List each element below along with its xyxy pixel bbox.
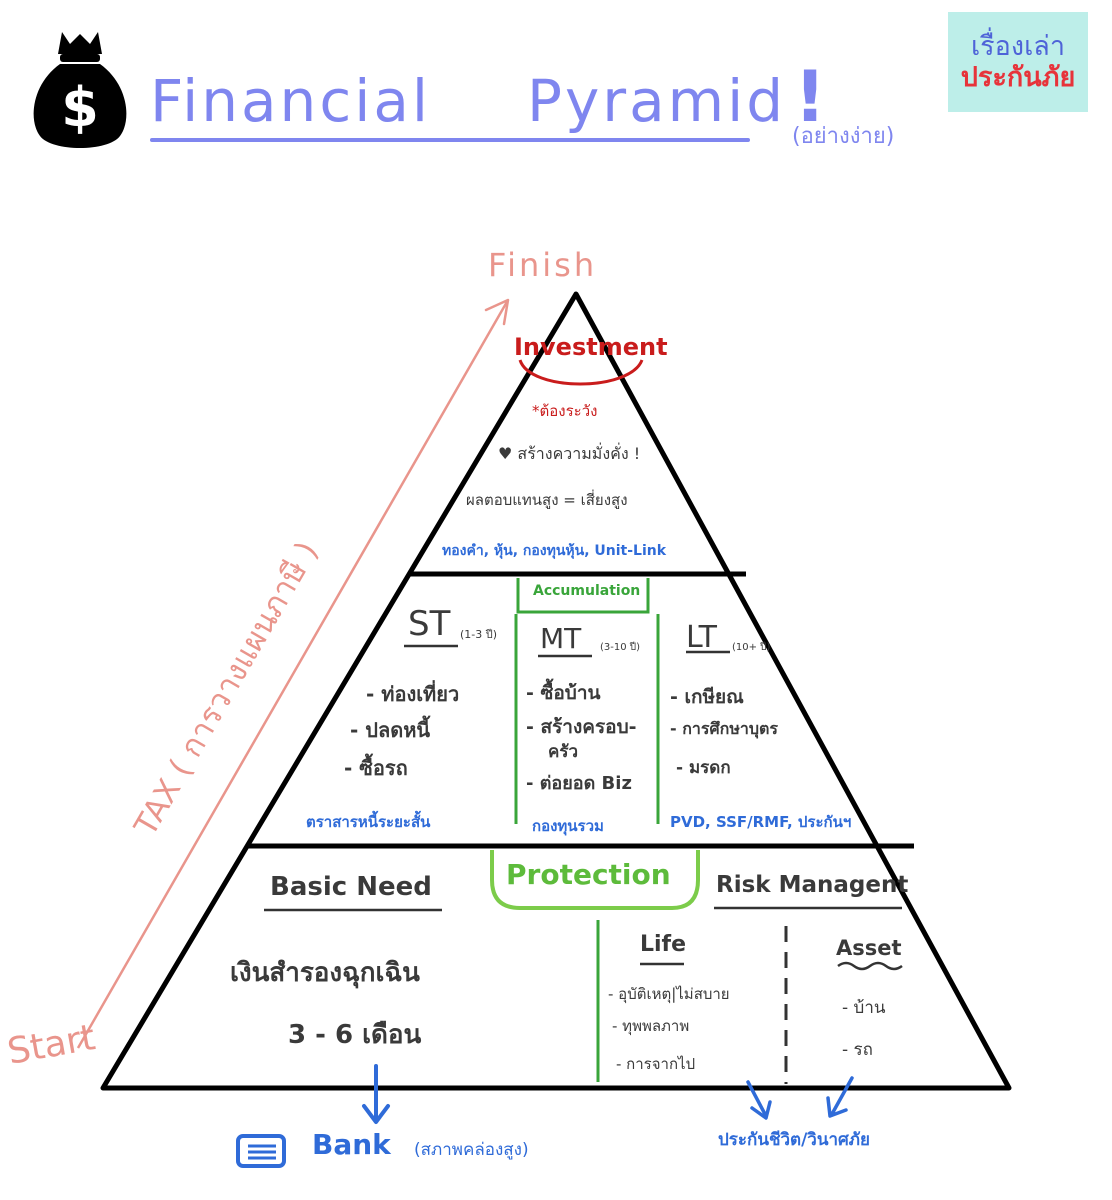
lt-code: LT (686, 620, 717, 655)
bank-label: Bank (312, 1128, 391, 1161)
life-item-1: - อุบัติเหตุ|ไม่สบาย (608, 985, 730, 1003)
investment-bracket (518, 359, 644, 386)
life-item-2: - ทุพพลภาพ (612, 1017, 690, 1035)
money-bag-icon: $ (33, 32, 127, 148)
risk-management-heading: Risk Managent (716, 872, 909, 898)
asset-squiggle (837, 961, 903, 971)
st-code: ST (408, 604, 451, 644)
mt-item-1: - ซื้อบ้าน (526, 682, 601, 704)
bank-arrow-icon (362, 1064, 390, 1124)
investment-instruments: ทองคำ, หุ้น, กองทุนหุ้น, Unit-Link (442, 543, 667, 559)
st-period: (1-3 ปี) (460, 628, 498, 641)
bank-note: (สภาพคล่องสูง) (414, 1140, 529, 1160)
title-word-pyramid: Pyramid (526, 67, 787, 135)
money-bag-symbol: $ (61, 76, 99, 139)
lt-instrument: PVD, SSF/RMF, ประกันฯ (670, 813, 852, 831)
insurance-label: ประกันชีวิต/วินาศภัย (718, 1130, 870, 1150)
page-title: Financial Pyramid! (150, 56, 829, 138)
badge-line-2: ประกันภัย (960, 62, 1076, 93)
protection-title: Protection (506, 858, 671, 891)
life-insurance-arrow-icon (746, 1080, 772, 1120)
title-word-financial: Financial (150, 67, 431, 135)
protection-bracket (490, 850, 700, 910)
finish-label: Finish (488, 246, 597, 284)
accumulation-box (516, 578, 650, 614)
mt-instrument: กองทุนรวม (532, 817, 604, 835)
progress-arrow-head (484, 298, 510, 326)
asset-insurance-arrow-icon (826, 1076, 854, 1118)
bank-book-icon (236, 1134, 286, 1168)
pyramid-outline (100, 291, 1012, 1091)
investment-warning: *ต้องระวัง (532, 402, 598, 420)
mt-period: (3-10 ปี) (600, 642, 641, 653)
basic-need-heading: Basic Need (270, 872, 432, 902)
basic-need-line-2: 3 - 6 เดือน (288, 1020, 422, 1050)
mt-item-4: - ต่อยอด Biz (526, 773, 632, 794)
lt-period: (10+ ปี) (732, 642, 771, 653)
title-exclamation: ! (794, 56, 830, 138)
mt-item-2: - สร้างครอบ- (526, 716, 637, 738)
mt-item-3: ครัว (548, 742, 579, 762)
mt-code: MT (540, 622, 582, 655)
asset-item-2: - รถ (842, 1040, 873, 1060)
badge-line-1: เรื่องเล่า (970, 30, 1066, 62)
st-item-2: - ปลดหนี้ (350, 718, 431, 742)
lt-item-3: - มรดก (676, 758, 731, 778)
title-subtitle: (อย่างง่าย) (792, 124, 895, 149)
start-label: Start (4, 1017, 98, 1073)
progress-arrow-line (76, 299, 510, 1049)
asset-heading: Asset (836, 936, 902, 960)
investment-line-2: ผลตอบแทนสูง = เสี่ยงสูง (466, 491, 628, 509)
st-item-3: - ซื้อรถ (344, 756, 408, 780)
investment-title: Investment (514, 333, 668, 361)
asset-item-1: - บ้าน (842, 998, 886, 1018)
accumulation-title: Accumulation (533, 583, 641, 599)
life-item-3: - การจากไป (616, 1055, 696, 1073)
st-item-1: - ท่องเที่ยว (366, 682, 460, 706)
tax-side-label: TAX ( การวางแผนภาษี ) (127, 536, 325, 843)
brand-badge: เรื่องเล่า ประกันภัย (948, 12, 1088, 112)
life-heading: Life (640, 932, 687, 957)
lt-item-1: - เกษียณ (670, 686, 744, 708)
basic-need-line-1: เงินสำรองฉุกเฉิน (230, 958, 420, 988)
st-instrument: ตราสารหนี้ระยะสั้น (306, 813, 431, 831)
title-underline (150, 138, 750, 142)
investment-line-1: ♥ สร้างความมั่งคั่ง ! (498, 444, 641, 463)
lt-item-2: - การศึกษาบุตร (670, 719, 778, 738)
